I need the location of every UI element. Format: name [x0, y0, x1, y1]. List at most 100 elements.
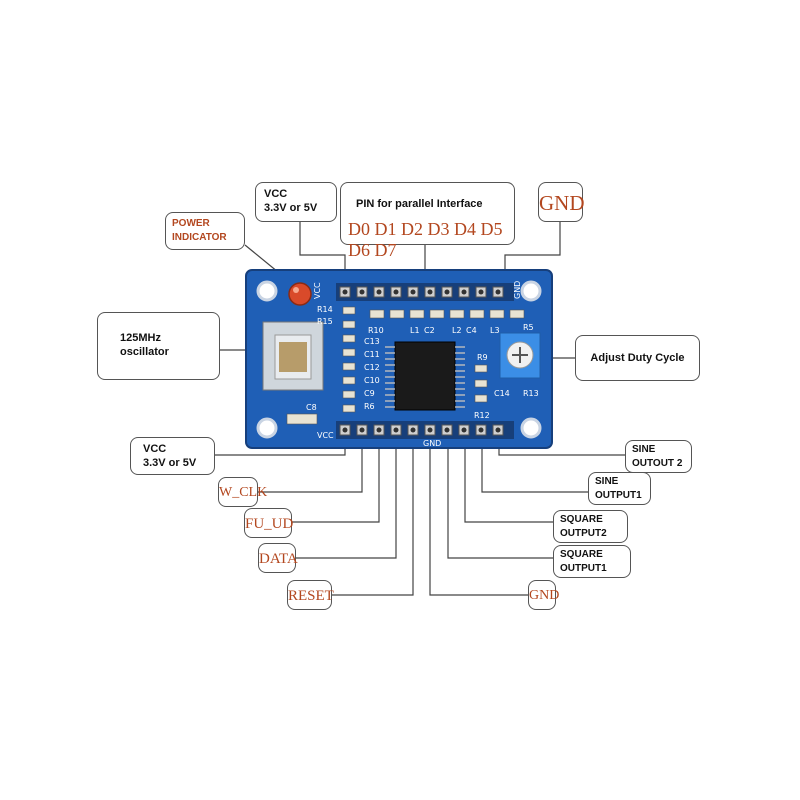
data-label: DATA: [259, 551, 298, 567]
smd-left-column: [342, 306, 356, 413]
callout-parallel: PIN for parallel Interface D0 D1 D2 D3 D…: [340, 182, 515, 260]
callout-square-out1: SQUARE OUTPUT1: [553, 545, 631, 578]
silk-c10: C10: [364, 376, 380, 385]
reset-label: RESET: [288, 588, 334, 604]
silk-r5: R5: [523, 323, 534, 332]
pin-hole: [495, 427, 501, 433]
pin-hole: [410, 427, 416, 433]
silk-l1: L1: [410, 326, 420, 335]
silk-c2: C2: [424, 326, 435, 335]
callout-vcc-bottom: VCC 3.3V or 5V: [130, 437, 215, 475]
sine2-line2: OUTOUT 2: [632, 458, 683, 469]
fuud-label: FU_UD: [245, 516, 294, 532]
c8-capacitor: [286, 413, 318, 425]
leader-sine1: [481, 430, 590, 493]
wclk-label: W_CLK: [219, 485, 268, 500]
pin-array: [339, 286, 504, 436]
leader-lines: [215, 222, 628, 596]
sq1-line1: SQUARE: [560, 549, 603, 560]
pin-hole: [359, 289, 365, 295]
leader-fuud: [292, 430, 380, 523]
silk-c14: C14: [494, 389, 510, 398]
silk-vcc-bottom: VCC: [317, 431, 334, 440]
pin-hole: [478, 427, 484, 433]
mount-hole: [256, 417, 278, 439]
sine1-line2: OUTPUT1: [595, 490, 642, 501]
leader-gnd-bottom: [429, 430, 530, 596]
silk-r12: R12: [474, 411, 490, 420]
leader-sq2: [464, 430, 555, 523]
pin-hole: [444, 289, 450, 295]
sine1-line1: SINE: [595, 476, 619, 487]
parallel-pins: D0 D1 D2 D3 D4 D5 D6 D7: [348, 219, 503, 260]
silk-c8: C8: [306, 403, 317, 412]
vcc-bottom-line1: VCC: [143, 443, 167, 455]
callout-gnd-bottom: GND: [528, 580, 559, 610]
mount-hole: [520, 417, 542, 439]
vcc-top-line1: VCC: [264, 188, 288, 200]
callout-reset: RESET: [287, 580, 334, 610]
parallel-title: PIN for parallel Interface: [356, 198, 483, 210]
pin-hole: [427, 289, 433, 295]
sq2-line2: OUTPUT2: [560, 528, 607, 539]
silk-r9: R9: [477, 353, 488, 362]
sq1-line2: OUTPUT1: [560, 563, 607, 574]
pin-hole: [461, 427, 467, 433]
pin-hole: [393, 289, 399, 295]
silk-l3: L3: [490, 326, 500, 335]
pin-hole: [461, 289, 467, 295]
callout-wclk: W_CLK: [218, 477, 267, 507]
silk-r10: R10: [368, 326, 384, 335]
silk-c11: C11: [364, 350, 380, 359]
callout-data: DATA: [258, 543, 298, 573]
callout-gnd-top: GND: [538, 182, 585, 222]
leader-data: [296, 430, 397, 559]
osc-line2: oscillator: [120, 346, 169, 358]
mount-hole: [256, 280, 278, 302]
pin-hole: [342, 289, 348, 295]
smd-top-row: [369, 309, 525, 319]
callout-power-indicator: POWER INDICATOR: [165, 212, 245, 250]
pin-hole: [495, 289, 501, 295]
silk-r6: R6: [364, 402, 375, 411]
pin-hole: [393, 427, 399, 433]
potentiometer: [499, 332, 541, 379]
pin-hole: [427, 427, 433, 433]
silk-r14: R14: [317, 305, 333, 314]
silk-r13: R13: [523, 389, 539, 398]
callout-duty: Adjust Duty Cycle: [575, 335, 700, 381]
duty-label: Adjust Duty Cycle: [590, 352, 685, 364]
pin-hole: [359, 427, 365, 433]
silk-gnd-bottom: GND: [423, 439, 441, 448]
silk-l2: L2: [452, 326, 462, 335]
leader-wclk: [258, 430, 363, 493]
callout-sine-out1: SINE OUTPUT1: [588, 472, 651, 505]
leader-sq1: [447, 430, 555, 559]
sq2-line1: SQUARE: [560, 514, 603, 525]
silk-c4: C4: [466, 326, 477, 335]
silk-c12: C12: [364, 363, 380, 372]
gnd-top-label: GND: [539, 191, 585, 215]
pin-hole: [376, 427, 382, 433]
oscillator-chip: [262, 321, 324, 391]
silk-c13: C13: [364, 337, 380, 346]
pin-hole: [444, 427, 450, 433]
power-line1: POWER: [172, 218, 210, 229]
pin-hole: [410, 289, 416, 295]
pin-hole: [376, 289, 382, 295]
silk-gnd-top: GND: [513, 281, 522, 299]
dds-ic: [385, 341, 465, 411]
mount-hole: [520, 280, 542, 302]
callout-oscillator: 125MHz oscillator: [97, 312, 220, 380]
leader-reset: [332, 430, 414, 596]
callout-square-out2: SQUARE OUTPUT2: [553, 510, 628, 543]
callout-vcc-top: VCC 3.3V or 5V: [255, 182, 337, 222]
silk-vcc-top: VCC: [313, 282, 322, 299]
vcc-top-line2: 3.3V or 5V: [264, 202, 318, 214]
osc-line1: 125MHz: [120, 332, 161, 344]
power-line2: INDICATOR: [172, 232, 227, 243]
silkscreen: VCC GND R14 R15 C13 C11 C12 C10 C9 R6 C8…: [306, 281, 539, 448]
vcc-bottom-line2: 3.3V or 5V: [143, 457, 197, 469]
